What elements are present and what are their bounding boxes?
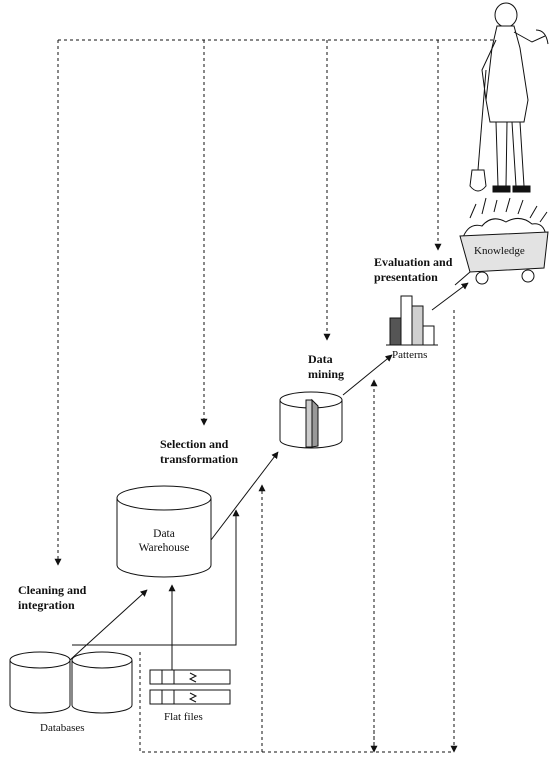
node-data-warehouse-label: Data Warehouse (138, 528, 190, 554)
feedback-loop-top (54, 39, 510, 566)
flow-arrows (69, 282, 469, 670)
step-cleaning-integration: Cleaning and integration (18, 583, 87, 612)
node-patterns-label: Patterns (392, 349, 428, 361)
node-knowledge-label: Knowledge (474, 245, 525, 257)
step-selection-transformation: Selection and transformation (160, 437, 238, 466)
data-mining-icon (279, 391, 343, 449)
step-data-mining: Data mining (308, 352, 345, 381)
step-evaluation-presentation: Evaluation and presentation (374, 255, 453, 284)
databases-icon (9, 651, 133, 714)
knowledge-cart-icon (454, 197, 549, 286)
patterns-icon (386, 295, 438, 346)
data-warehouse-icon (116, 485, 212, 578)
flat-files-icon (149, 669, 231, 705)
feedback-loop-bottom (139, 310, 458, 753)
node-databases-label: Databases (40, 722, 85, 734)
person-miner-icon (469, 2, 549, 193)
node-flat-files-label: Flat files (164, 711, 203, 723)
